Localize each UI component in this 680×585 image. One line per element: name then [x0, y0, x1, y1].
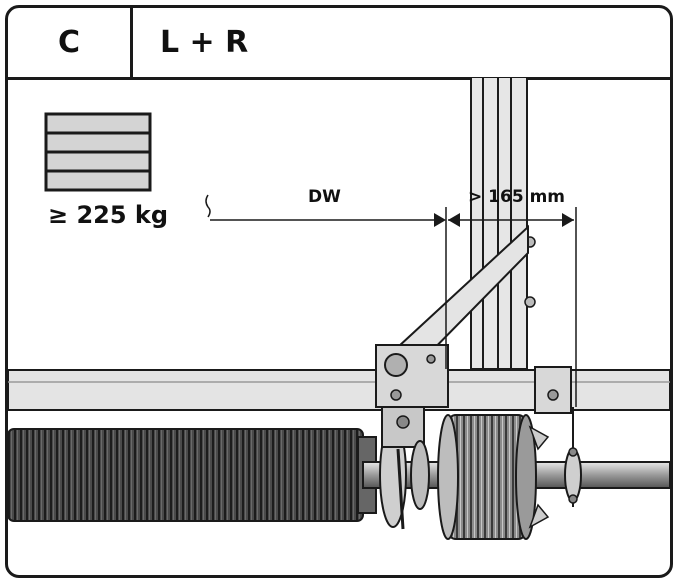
end-bracket	[375, 344, 572, 414]
header-bar: C L + R	[8, 8, 670, 80]
cable-drum	[437, 414, 550, 540]
side-label: L + R	[160, 25, 249, 60]
panel-stack-icon	[44, 112, 152, 192]
dimension-dw: DW	[205, 187, 447, 369]
end-bearing	[564, 407, 582, 507]
dimension-offset: > 165 mm	[448, 187, 577, 407]
spring-hub	[379, 406, 430, 530]
dw-label: DW	[308, 187, 341, 207]
vertical-rail	[470, 77, 536, 370]
weight-label: ≥ 225 kg	[48, 201, 168, 229]
variant-code: C	[8, 8, 133, 77]
technical-drawing: ≥ 225 kg	[8, 77, 670, 540]
offset-label: > 165 mm	[468, 187, 565, 207]
torsion-spring	[8, 428, 377, 522]
diagram-frame: C L + R	[5, 5, 673, 578]
